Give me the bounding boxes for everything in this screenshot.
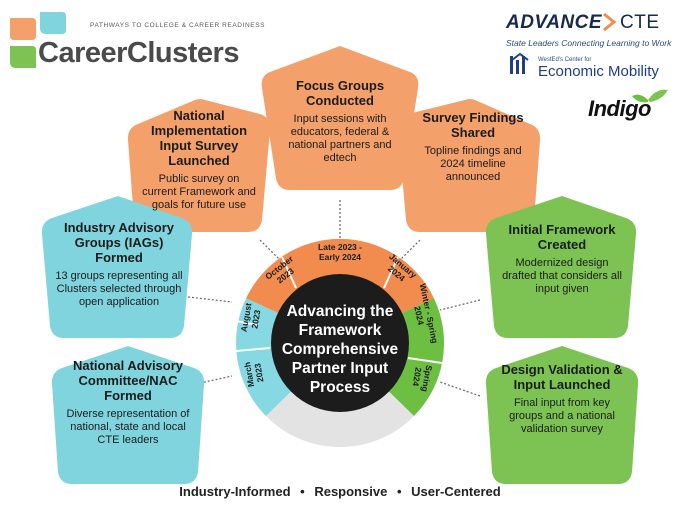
walton-big-text: Economic Mobility (538, 63, 659, 80)
ring-label-late-2023: Late 2023 - Early 2024 (318, 242, 362, 262)
svg-text:2024: 2024 (410, 367, 423, 388)
card-body: 13 groups representing all Clusters sele… (55, 270, 183, 308)
ring-green-segment (389, 298, 445, 416)
card-title: Initial Framework Created (508, 222, 616, 252)
indigo-logo: Indigo (588, 96, 651, 121)
card-title: Focus Groups Conducted (295, 78, 385, 108)
ring-label-august: August 2023 (239, 302, 263, 333)
career-clusters-leaf-icon (10, 12, 66, 68)
card-national-survey: National Implementation Input Survey Lau… (142, 108, 256, 212)
card-title: Survey Findings Shared (422, 110, 524, 140)
ring-label-march: March 2023 (242, 361, 266, 387)
indigo-sprout-icon (632, 89, 668, 103)
card-design-validation: Design Validation & Input Launched Final… (498, 362, 626, 436)
card-shape-iags (41, 196, 193, 338)
card-survey-findings: Survey Findings Shared Topline findings … (416, 110, 530, 184)
card-shape-national-survey (127, 99, 271, 232)
logo-wordmark: CareerClusters (38, 37, 239, 69)
svg-text:Spring: Spring (420, 364, 435, 392)
card-body: Diverse representation of national, stat… (66, 408, 190, 446)
ring-teal-segment (236, 298, 291, 416)
card-shape-focus-groups (261, 46, 419, 190)
footer-item-user-centered: User-Centered (411, 484, 501, 499)
connector-lines (179, 200, 481, 397)
card-shape-design-validation (485, 346, 639, 484)
footer-separator: • (300, 484, 305, 499)
svg-text:Late 2023 -: Late 2023 - (318, 242, 362, 252)
center-title: Advancing the Framework Comprehensive Pa… (281, 303, 399, 396)
card-title: Industry Advisory Groups (IAGs) Formed (63, 220, 175, 265)
card-shape-initial-framework (485, 196, 637, 338)
advance-cte-chevron-icon (603, 12, 617, 32)
advance-cte-logo: ADVANCE CTE (506, 12, 660, 34)
svg-text:2024: 2024 (412, 305, 426, 326)
center-disc (271, 274, 409, 412)
card-body: Input sessions with educators, federal &… (288, 113, 392, 164)
svg-text:March: March (242, 361, 256, 387)
logo-tagline: PATHWAYS TO COLLEGE & CAREER READINESS (90, 22, 266, 29)
card-title: National Advisory Committee/NAC Formed (72, 358, 184, 403)
card-title: National Implementation Input Survey Lau… (150, 108, 248, 168)
svg-text:2023: 2023 (249, 309, 262, 330)
card-body: Topline findings and 2024 timeline annou… (424, 145, 522, 183)
ring-orange-segment (246, 238, 434, 313)
card-shape-nac (51, 346, 205, 484)
advance-cte-right: CTE (620, 12, 660, 33)
westend-building-icon (510, 52, 529, 74)
timeline-ring (235, 238, 445, 447)
card-body: Modernized design drafted that considers… (502, 257, 622, 295)
card-shape-survey-findings (397, 99, 541, 232)
card-body: Final input from key groups and a nation… (509, 397, 615, 435)
svg-text:Early 2024: Early 2024 (319, 252, 361, 262)
footer-item-industry-informed: Industry-Informed (179, 484, 291, 499)
card-initial-framework: Initial Framework Created Modernized des… (500, 222, 624, 296)
card-iags: Industry Advisory Groups (IAGs) Formed 1… (54, 220, 184, 309)
card-title: Design Validation & Input Launched (501, 362, 623, 392)
svg-text:2023: 2023 (252, 362, 265, 383)
walton-small-text: WestEd's Center for (538, 57, 592, 63)
advance-cte-left: ADVANCE (506, 12, 603, 33)
footer-values: Industry-Informed • Responsive • User-Ce… (0, 484, 680, 499)
card-body: Public survey on current Framework and g… (142, 173, 256, 211)
card-nac: National Advisory Committee/NAC Formed D… (60, 358, 196, 447)
footer-item-responsive: Responsive (314, 484, 388, 499)
footer-separator: • (396, 484, 402, 499)
ring-label-spring: Spring 2024 (410, 364, 435, 392)
advance-cte-subtitle: State Leaders Connecting Learning to Wor… (506, 38, 672, 48)
card-focus-groups: Focus Groups Conducted Input sessions wi… (282, 78, 398, 165)
